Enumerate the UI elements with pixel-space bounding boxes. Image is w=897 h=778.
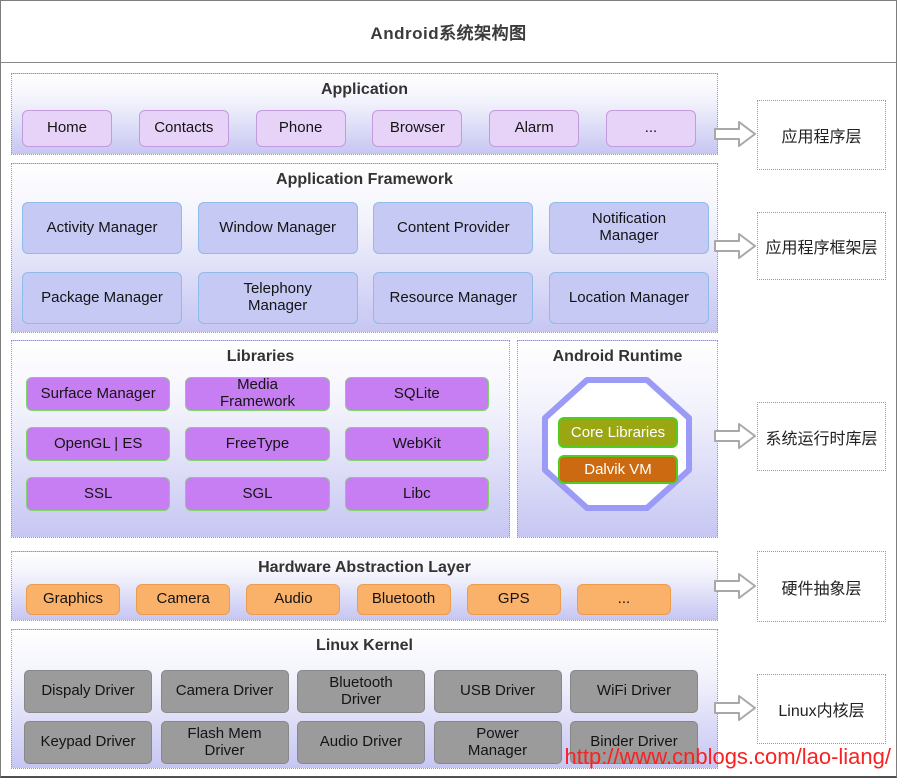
node-hal-more: ... xyxy=(576,584,671,615)
node-media-framework: Media Framework xyxy=(185,376,330,411)
application-node-row: Home Contacts Phone Browser Alarm ... xyxy=(22,110,696,147)
layer-label-kernel: Linux内核层 xyxy=(757,674,886,744)
node-power-manager: Power Manager xyxy=(433,721,562,764)
page-title: Android系统架构图 xyxy=(370,24,527,43)
application-layer-title: Application xyxy=(320,81,409,98)
hal-layer-box: Hardware Abstraction Layer Graphics Came… xyxy=(11,551,718,621)
node-app-more: ... xyxy=(605,110,696,147)
libraries-box: Libraries Surface Manager Media Framewor… xyxy=(11,340,510,538)
framework-node-row: Package Manager Telephony Manager Resour… xyxy=(22,272,709,324)
node-audio: Audio xyxy=(246,584,341,615)
node-libc: Libc xyxy=(344,477,489,511)
layer-label-runtime-libraries: 系统运行时库层 xyxy=(757,402,886,471)
right-arrow-icon xyxy=(714,695,756,721)
right-arrow-icon xyxy=(714,121,756,147)
node-gps: GPS xyxy=(466,584,561,615)
node-core-libraries: Core Libraries xyxy=(558,417,678,448)
android-runtime-title: Android Runtime xyxy=(552,348,683,365)
node-camera: Camera xyxy=(136,584,231,615)
node-phone: Phone xyxy=(255,110,346,147)
libraries-node-grid: Surface Manager Media Framework SQLite O… xyxy=(26,376,489,511)
right-arrow-icon xyxy=(714,573,756,599)
right-arrow-icon xyxy=(714,423,756,449)
kernel-layer-title: Linux Kernel xyxy=(316,637,413,654)
node-usb-driver: USB Driver xyxy=(433,670,562,713)
node-sqlite: SQLite xyxy=(344,377,489,411)
framework-layer-box: Application Framework Activity Manager W… xyxy=(11,163,718,333)
framework-node-row: Activity Manager Window Manager Content … xyxy=(22,202,709,254)
node-bluetooth: Bluetooth xyxy=(356,584,451,615)
node-home: Home xyxy=(22,110,112,147)
layer-label-hal: 硬件抽象层 xyxy=(757,551,886,622)
application-layer-box: Application Home Contacts Phone Browser … xyxy=(11,73,718,155)
kernel-layer-box: Linux Kernel Dispaly Driver Camera Drive… xyxy=(11,629,718,769)
kernel-node-row: Dispaly Driver Camera Driver Bluetooth D… xyxy=(24,670,698,713)
node-bluetooth-driver: Bluetooth Driver xyxy=(297,670,425,713)
libraries-title: Libraries xyxy=(226,348,295,365)
node-dalvik-vm: Dalvik VM xyxy=(558,455,678,484)
hal-layer-title: Hardware Abstraction Layer xyxy=(258,559,471,576)
node-resource-manager: Resource Manager xyxy=(373,272,534,324)
node-binder-driver: Binder Driver xyxy=(570,721,698,764)
node-wifi-driver: WiFi Driver xyxy=(570,670,698,713)
node-sgl: SGL xyxy=(185,477,330,511)
node-webkit: WebKit xyxy=(344,427,489,461)
node-camera-driver: Camera Driver xyxy=(160,670,289,713)
android-runtime-box: Android Runtime Core Libraries Dalvik VM xyxy=(517,340,718,538)
node-browser: Browser xyxy=(372,110,463,147)
node-freetype: FreeType xyxy=(185,427,330,461)
node-opengl-es: OpenGL | ES xyxy=(26,427,171,461)
right-arrow-icon xyxy=(714,233,756,259)
node-alarm: Alarm xyxy=(489,110,580,147)
node-audio-driver: Audio Driver xyxy=(297,721,425,764)
node-graphics: Graphics xyxy=(26,584,120,615)
node-surface-manager: Surface Manager xyxy=(26,377,171,411)
node-keypad-driver: Keypad Driver xyxy=(24,721,152,764)
node-window-manager: Window Manager xyxy=(197,202,358,254)
node-package-manager: Package Manager xyxy=(22,272,182,324)
node-display-driver: Dispaly Driver xyxy=(24,670,152,713)
node-telephony-manager: Telephony Manager xyxy=(197,272,358,324)
node-notification-manager: Notification Manager xyxy=(548,202,709,254)
node-ssl: SSL xyxy=(26,477,171,511)
node-activity-manager: Activity Manager xyxy=(22,202,182,254)
framework-layer-title: Application Framework xyxy=(276,171,453,188)
kernel-node-row: Keypad Driver Flash Mem Driver Audio Dri… xyxy=(24,721,698,764)
watermark-url: http://www.cnblogs.com/lao-liang/ xyxy=(564,744,892,769)
layer-label-framework: 应用程序框架层 xyxy=(757,212,886,280)
hal-node-row: Graphics Camera Audio Bluetooth GPS ... xyxy=(26,584,671,615)
node-flash-mem-driver: Flash Mem Driver xyxy=(160,721,289,764)
node-content-provider: Content Provider xyxy=(373,202,534,254)
layer-label-application: 应用程序层 xyxy=(757,100,886,170)
diagram-title-bar: Android系统架构图 xyxy=(1,1,896,63)
node-location-manager: Location Manager xyxy=(548,272,709,324)
node-contacts: Contacts xyxy=(138,110,229,147)
